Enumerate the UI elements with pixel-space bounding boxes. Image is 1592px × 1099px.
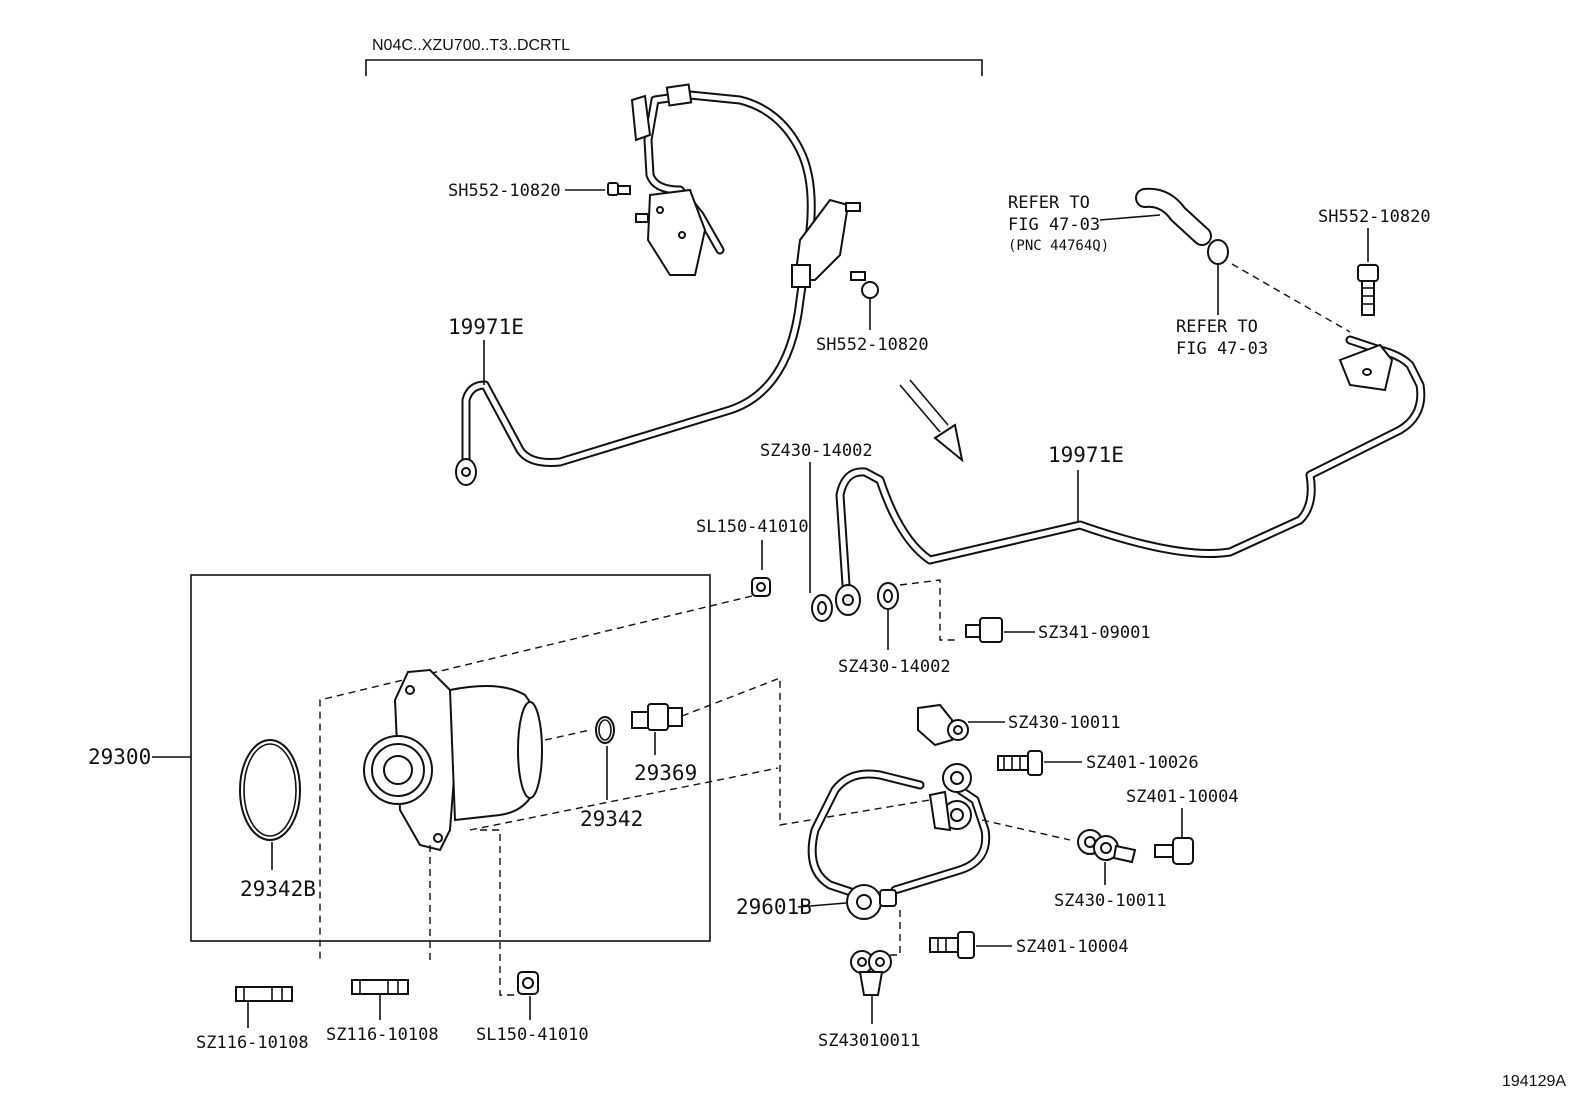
label-hose-lower: 19971E bbox=[1048, 443, 1124, 467]
fitting-icon bbox=[631, 676, 931, 826]
stud-mid-icon bbox=[351, 979, 409, 1020]
label-bolt-top-left: SH552-10820 bbox=[448, 181, 561, 201]
label-bolt-oil-c: SZ401-10004 bbox=[1016, 937, 1129, 957]
label-gasket-oil-c: SZ43010011 bbox=[818, 1031, 920, 1051]
label-refer-hose-1: REFER TO bbox=[1008, 193, 1090, 213]
bolt-oil-b-icon bbox=[1154, 808, 1194, 865]
bolt-oil-a-icon bbox=[997, 750, 1082, 776]
label-nut-lower: SL150-41010 bbox=[476, 1025, 589, 1045]
oil-pipe-icon bbox=[797, 763, 1071, 956]
upper-vacuum-hose bbox=[455, 83, 850, 486]
lower-vacuum-hose bbox=[835, 335, 1426, 616]
gasket-top-icon bbox=[809, 462, 833, 622]
variant-label: N04C..XZU700..T3..DCRTL bbox=[372, 37, 570, 54]
gasket-oil-a-icon bbox=[917, 703, 1005, 747]
label-nut-upper: SL150-41010 bbox=[696, 517, 809, 537]
label-refer-hose-3: (PNC 44764Q) bbox=[1008, 238, 1109, 254]
label-bolt-oil-b: SZ401-10004 bbox=[1126, 787, 1239, 807]
label-stud-left: SZ116-10108 bbox=[196, 1033, 309, 1053]
label-refer-clamp-1: REFER TO bbox=[1176, 317, 1258, 337]
label-refer-hose-2: FIG 47-03 bbox=[1008, 215, 1100, 235]
bolt-oil-c-icon bbox=[929, 931, 1012, 959]
vacuum-pump-icon bbox=[363, 668, 779, 996]
oring-large-icon bbox=[239, 739, 301, 870]
label-pump-assy: 29300 bbox=[88, 745, 151, 769]
nut-lower-icon bbox=[517, 971, 539, 1020]
label-hose-upper: 19971E bbox=[448, 315, 524, 339]
label-union-bolt: SZ341-09001 bbox=[1038, 623, 1151, 643]
direction-arrow-icon bbox=[899, 379, 964, 463]
gasket-oil-b-icon bbox=[1077, 829, 1137, 885]
gasket-bottom-icon bbox=[877, 579, 955, 650]
nut-upper-icon bbox=[319, 540, 771, 960]
label-stud-mid: SZ116-10108 bbox=[326, 1025, 439, 1045]
stud-left-icon bbox=[235, 986, 293, 1028]
figure-id: 194129A bbox=[1502, 1073, 1566, 1090]
label-oring-large: 29342B bbox=[240, 877, 316, 901]
gasket-oil-c-icon bbox=[850, 950, 892, 1024]
label-fitting: 29369 bbox=[634, 761, 697, 785]
label-bolt-top-mid: SH552-10820 bbox=[816, 335, 929, 355]
label-gasket-oil-b: SZ430-10011 bbox=[1054, 891, 1167, 911]
oring-small-icon bbox=[595, 716, 615, 800]
bolt-top-left-icon bbox=[565, 182, 879, 330]
union-bolt-icon bbox=[965, 617, 1035, 643]
label-gasket-bottom: SZ430-14002 bbox=[838, 657, 951, 677]
bolt-top-right-icon bbox=[1357, 228, 1379, 316]
refer-hose-icon bbox=[1099, 187, 1351, 333]
label-bolt-oil-a: SZ401-10026 bbox=[1086, 753, 1199, 773]
label-oil-pipe: 29601B bbox=[736, 895, 812, 919]
label-oring-small: 29342 bbox=[580, 807, 643, 831]
label-refer-clamp-2: FIG 47-03 bbox=[1176, 339, 1268, 359]
pump-assembly-box bbox=[152, 574, 711, 942]
label-gasket-oil-a: SZ430-10011 bbox=[1008, 713, 1121, 733]
label-bolt-top-right: SH552-10820 bbox=[1318, 207, 1431, 227]
label-gasket-top: SZ430-14002 bbox=[760, 441, 873, 461]
variant-bracket: N04C..XZU700..T3..DCRTL bbox=[365, 37, 983, 76]
